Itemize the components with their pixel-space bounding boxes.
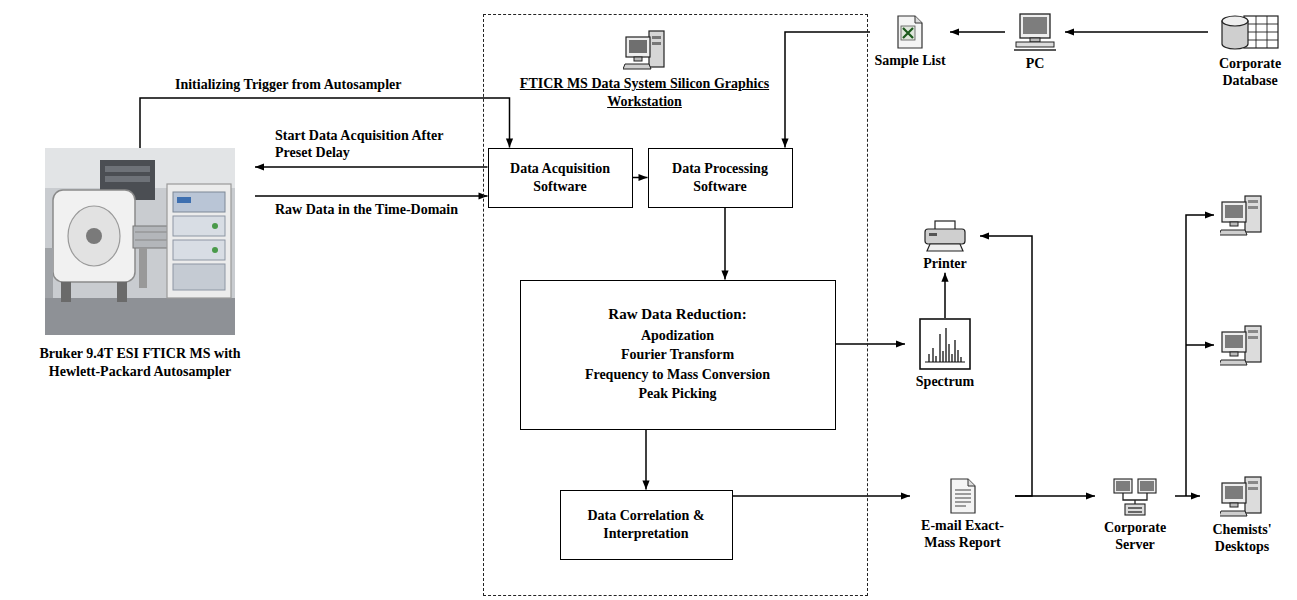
icon-label: Printer [910,256,980,273]
edge-label: Raw Data in the Time-Domain [275,201,480,218]
icon-symbol [45,148,235,335]
icon-label: Chemists' Desktops [1200,522,1284,556]
desktop-icon [1219,196,1261,235]
group-title: FTICR MS Data System Silicon Graphics Wo… [520,75,770,111]
instrument-node: Bruker 9.4T ESI FTICR MS with Hewlett-Pa… [25,148,255,380]
icon-symbol [1220,12,1280,52]
flow-arrow [255,195,488,197]
database-icon-node: Corporate Database [1208,12,1292,90]
flow-arrow [785,32,870,148]
icon-label: Bruker 9.4T ESI FTICR MS with Hewlett-Pa… [25,345,255,380]
process-box: Data Correlation & Interpretation [560,490,733,560]
flow-arrow [733,495,911,497]
server-icon-node: Corporate Server [1095,476,1175,554]
box-text: Data Processing Software [655,160,786,195]
flow-arrow [1015,495,1095,497]
icon-symbol [923,220,967,252]
icon-label: Spectrum [905,374,985,391]
flow-arrow [944,273,946,318]
flow-arrow [1065,31,1208,33]
printer-icon-node: Printer [910,220,980,273]
spectrum-icon-node: Spectrum [905,318,985,391]
box-text: Frequency to Mass Conversion [585,365,770,385]
icon-label: Corporate Server [1095,520,1175,554]
flow-arrow [645,430,647,490]
icon-label: E-mail Exact-Mass Report [910,518,1015,552]
flow-arrow [950,31,1005,33]
edge-label: Start Data Acquisition After Preset Dela… [275,127,445,161]
icon-symbol [1220,474,1264,518]
icon-symbol [895,15,925,49]
icon-symbol [919,318,971,370]
icon-symbol [1010,12,1060,52]
desktop-icon-node: Chemists' Desktops [1200,474,1284,556]
report-icon-node: E-mail Exact-Mass Report [910,478,1015,552]
box-text: Data Acquisition Software [495,160,626,195]
flow-arrow [724,208,726,280]
process-box: Data Acquisition Software [488,148,633,208]
computer-icon-node: PC [1005,12,1065,73]
flow-arrow [633,177,648,179]
system-boundary: FTICR MS Data System Silicon Graphics Wo… [483,14,868,596]
icon-label: Sample List [870,53,950,70]
server-branch-lines [1186,215,1214,496]
box-text: Apodization [641,326,714,346]
box-text: Data Correlation & Interpretation [567,507,726,542]
icon-label: PC [1005,56,1065,73]
flow-arrow [1175,495,1200,497]
icon-symbol [948,478,978,514]
icon-label: Corporate Database [1208,56,1292,90]
desktop-icon [1219,326,1261,365]
box-text: Fourier Transform [621,345,734,365]
process-box: Data Processing Software [648,148,793,208]
flow-arrow [980,236,1032,496]
flow-arrow [255,166,488,168]
edge-label: Initializing Trigger from Autosampler [175,76,475,93]
file-icon-node: Sample List [870,15,950,70]
process-box: Raw Data Reduction: ApodizationFourier Tr… [520,280,836,430]
flow-arrow [836,343,906,345]
box-text: Peak Picking [638,384,716,404]
icon-symbol [623,27,667,71]
box-text: Raw Data Reduction: [608,305,746,324]
icon-symbol [1110,476,1160,516]
